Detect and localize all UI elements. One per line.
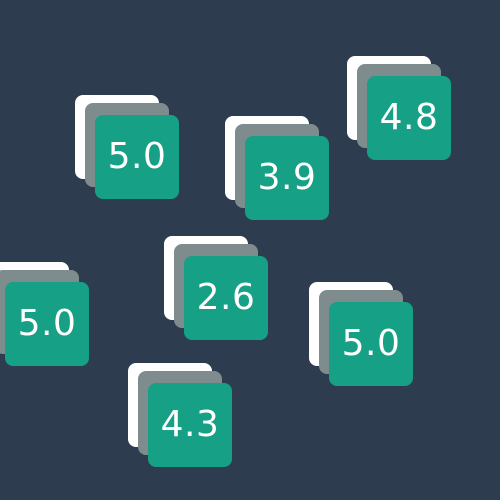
card-value: 3.9 (257, 157, 317, 198)
card-front[interactable]: 5.0 (5, 282, 89, 366)
card-value: 2.6 (196, 277, 256, 318)
card-stack[interactable]: 2.6 (164, 236, 268, 340)
card-front[interactable]: 5.0 (329, 302, 413, 386)
card-stack[interactable]: 4.3 (128, 363, 232, 467)
card-value: 5.0 (341, 323, 401, 364)
card-front[interactable]: 5.0 (95, 115, 179, 199)
card-front[interactable]: 3.9 (245, 136, 329, 220)
card-front[interactable]: 4.8 (367, 76, 451, 160)
card-value: 5.0 (107, 136, 167, 177)
card-value: 5.0 (17, 303, 77, 344)
card-stack[interactable]: 4.8 (347, 56, 451, 160)
card-stack[interactable]: 5.0 (309, 282, 413, 386)
card-stack[interactable]: 3.9 (225, 116, 329, 220)
card-front[interactable]: 2.6 (184, 256, 268, 340)
card-stack[interactable]: 5.0 (75, 95, 179, 199)
card-front[interactable]: 4.3 (148, 383, 232, 467)
card-value: 4.3 (160, 404, 220, 445)
card-value: 4.8 (379, 97, 439, 138)
card-stack[interactable]: 5.0 (0, 262, 89, 366)
